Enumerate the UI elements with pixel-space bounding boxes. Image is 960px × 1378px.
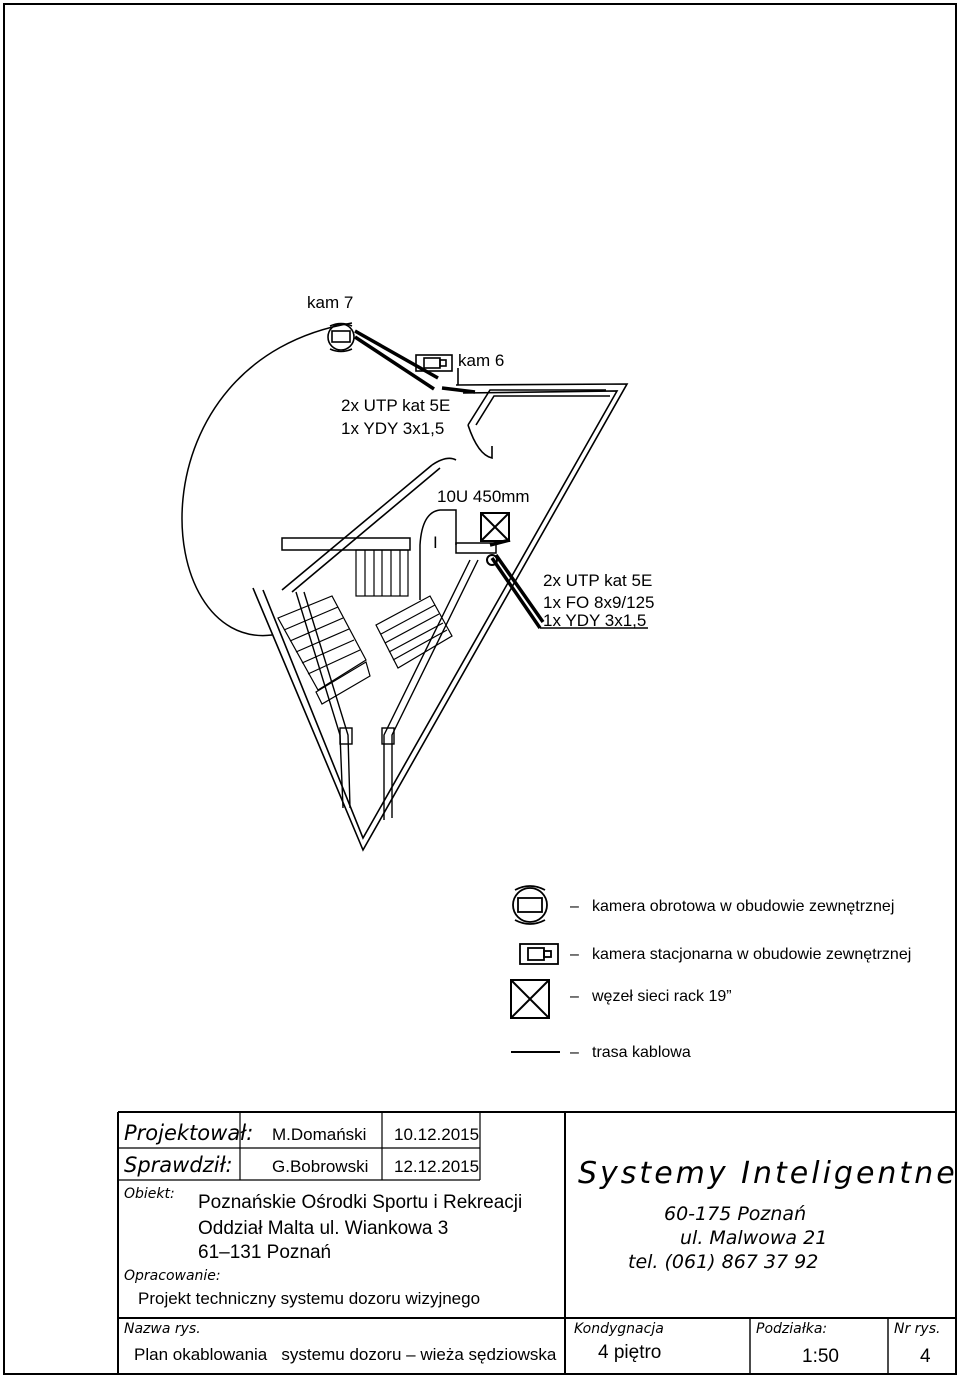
legend-rack-node-icon — [510, 979, 550, 1019]
legend-dash-2: – — [570, 946, 579, 963]
rotating-camera-icon — [327, 322, 355, 353]
number-label: Nr rys. — [894, 1321, 940, 1337]
landing — [281, 509, 497, 600]
cable-label-1-line2: 1x YDY 3x1,5 — [341, 419, 444, 438]
legend-text-rotating-camera: kamera obrotowa w obudowie zewnętrznej — [592, 898, 894, 915]
floor-label: Kondygnacja — [574, 1321, 664, 1337]
inner-wall — [431, 389, 610, 466]
legend-text-fixed-camera: kamera stacjonarna w obudowie zewnętrzne… — [592, 946, 911, 963]
object-label: Obiekt: — [124, 1186, 175, 1202]
title-block-grid — [117, 1111, 956, 1374]
company-address-3: tel. (061) 867 37 92 — [628, 1251, 818, 1273]
object-line-1: Poznańskie Ośrodki Sportu i Rekreacji — [198, 1192, 522, 1213]
coverage-arc — [181, 322, 353, 637]
checked-by: G.Bobrowski — [272, 1157, 368, 1176]
checked-label: Sprawdził: — [124, 1153, 233, 1177]
legend-rotating-camera-icon — [512, 885, 548, 925]
camera-label-kam7: kam 7 — [307, 293, 353, 312]
stairs-right — [375, 595, 453, 669]
rack-node-icon — [480, 512, 510, 542]
stairs-left — [277, 595, 371, 705]
legend-text-rack-node: węzeł sieci rack 19” — [591, 988, 732, 1005]
rack-mark: I — [433, 533, 438, 552]
stair-wall — [281, 464, 441, 593]
cable-label-2-line2: 1x FO 8x9/125 — [543, 593, 655, 612]
legend-dash-3: – — [570, 988, 579, 1005]
prepared-label: Opracowanie: — [124, 1268, 221, 1284]
scale-value: 1:50 — [802, 1346, 839, 1367]
cable-routes — [354, 329, 545, 629]
drawing-name: Plan okablowania systemu dozoru – wieża … — [134, 1345, 557, 1364]
cable-label-2-line1: 2x UTP kat 5E — [543, 571, 652, 590]
cable-label-1-line1: 2x UTP kat 5E — [341, 396, 450, 415]
company-address-2: ul. Malwowa 21 — [680, 1227, 827, 1249]
sheet-border — [3, 3, 957, 1375]
drawing-name-label: Nazwa rys. — [124, 1321, 201, 1337]
designed-label: Projektował: — [124, 1121, 253, 1145]
camera-label-kam6: kam 6 — [458, 351, 504, 370]
cable-label-2-line3: 1x YDY 3x1,5 — [543, 611, 646, 630]
legend-dash-1: – — [570, 898, 579, 915]
lower-walls — [295, 559, 479, 820]
fixed-camera-icon — [415, 354, 453, 372]
legend-text-cable-route: trasa kablowa — [592, 1044, 691, 1061]
object-line-2: Oddział Malta ul. Wiankowa 3 — [198, 1218, 448, 1239]
floor-value: 4 piętro — [598, 1342, 661, 1363]
designed-date: 10.12.2015 — [394, 1125, 479, 1144]
designed-by: M.Domański — [272, 1125, 366, 1144]
legend-fixed-camera-icon — [519, 943, 559, 965]
prepared-text: Projekt techniczny systemu dozoru wizyjn… — [138, 1289, 480, 1308]
stairs-upper — [355, 549, 409, 597]
rack-label: 10U 450mm — [437, 487, 530, 506]
number-value: 4 — [920, 1346, 931, 1367]
legend: – kamera obrotowa w obudowie zewnętrznej… — [510, 885, 911, 1061]
title-block: Projektował: M.Domański 10.12.2015 Spraw… — [117, 1111, 958, 1374]
legend-dash-4: – — [570, 1044, 579, 1061]
checked-date: 12.12.2015 — [394, 1157, 479, 1176]
company-name: Systemy Inteligentne — [578, 1156, 958, 1191]
company-address-1: 60-175 Poznań — [664, 1203, 806, 1225]
scale-label: Podziałka: — [756, 1321, 827, 1337]
cable-entry-point — [486, 554, 498, 566]
outer-walls — [252, 368, 629, 852]
object-line-3: 61–131 Poznań — [198, 1242, 331, 1263]
